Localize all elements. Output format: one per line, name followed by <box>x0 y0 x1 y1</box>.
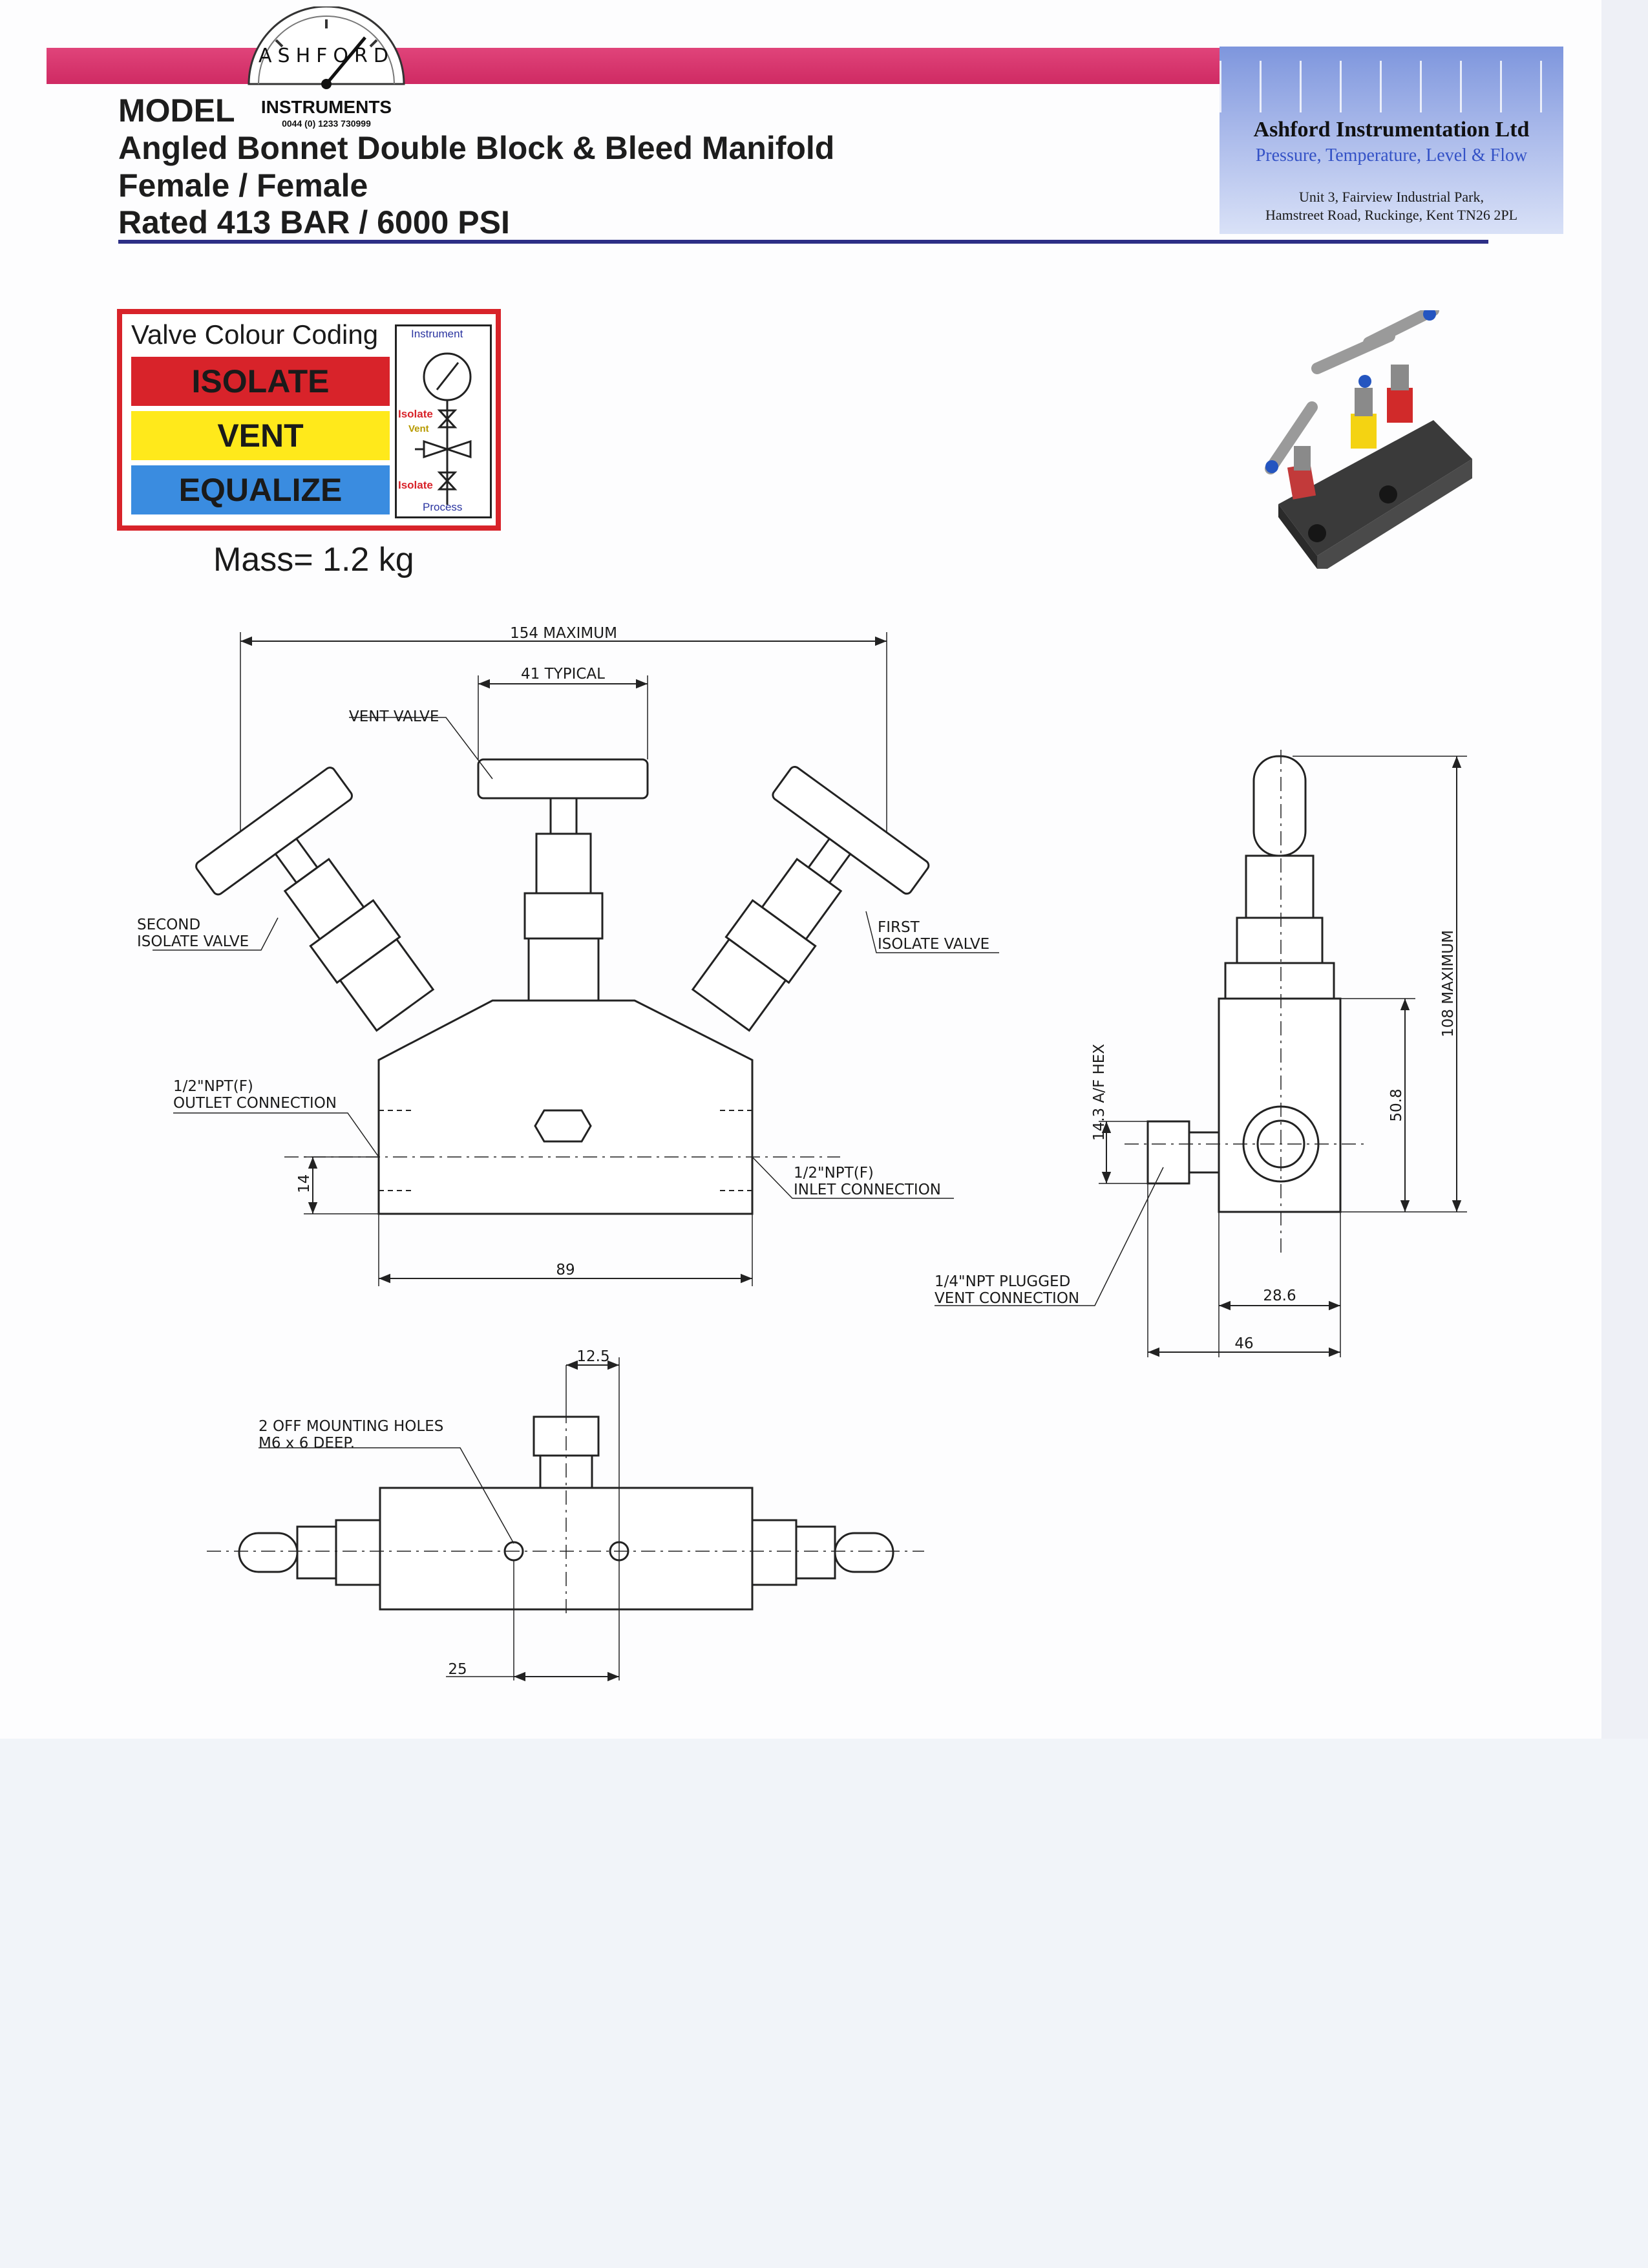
vent-band: VENT <box>131 411 390 460</box>
title-line-1: Angled Bonnet Double Block & Bleed Manif… <box>118 130 835 166</box>
schematic-vent-label: Vent <box>408 423 429 434</box>
side-view <box>935 750 1467 1357</box>
schematic-isolate-top-label: Isolate <box>398 408 433 420</box>
dim-body-height: 14 <box>296 1174 313 1193</box>
front-view <box>153 632 999 1286</box>
dim-overall-width: 154 MAXIMUM <box>510 625 617 642</box>
label-vent-connection-1: 1/4"NPT PLUGGED <box>935 1273 1070 1290</box>
label-first-isolate-1: FIRST <box>878 919 920 936</box>
top-view <box>207 1357 924 1682</box>
dim-body-height-side: 50.8 <box>1388 1088 1405 1121</box>
isolate-band: ISOLATE <box>131 357 390 406</box>
company-address-line-2: Hamstreet Road, Ruckinge, Kent TN26 2PL <box>1265 207 1518 223</box>
label-outlet-1: 1/2"NPT(F) <box>173 1078 253 1095</box>
dim-hex: 14.3 A/F HEX <box>1091 1044 1108 1141</box>
company-box-pattern <box>1220 61 1563 112</box>
header-band <box>47 48 1220 84</box>
dim-overall-height: 108 MAXIMUM <box>1440 930 1457 1037</box>
dim-body-width: 89 <box>556 1262 575 1278</box>
logo-phone: 0044 (0) 1233 730999 <box>282 118 371 129</box>
schematic-instrument-label: Instrument <box>411 328 463 340</box>
label-vent-connection-2: VENT CONNECTION <box>935 1290 1079 1307</box>
model-label: MODEL <box>118 92 235 129</box>
mass-label: Mass= 1.2 kg <box>213 541 414 578</box>
dim-depth: 28.6 <box>1263 1288 1296 1304</box>
ashford-logo: ASHFORD INSTRUMENTS 0044 (0) 1233 730999 <box>248 6 405 129</box>
photo-valve-left <box>1265 401 1318 500</box>
label-outlet-2: OUTLET CONNECTION <box>173 1095 337 1112</box>
company-address-line-1: Unit 3, Fairview Industrial Park, <box>1299 189 1484 205</box>
schematic-isolate-bottom-label: Isolate <box>398 479 433 491</box>
logo-name: INSTRUMENTS <box>261 97 392 117</box>
scanner-background <box>0 1739 1648 2268</box>
dim-valve-spacing: 41 TYPICAL <box>521 666 605 683</box>
label-second-isolate-2: ISOLATE VALVE <box>137 933 249 950</box>
dim-hole-spacing: 25 <box>448 1661 467 1678</box>
company-name: Ashford Instrumentation Ltd <box>1253 118 1530 142</box>
label-mounting-holes-2: M6 x 6 DEEP. <box>259 1435 355 1452</box>
logo-needle-hub <box>321 79 332 89</box>
sheet-edge <box>1601 0 1648 1739</box>
valve-schematic: Instrument Isolate Vent Isolate Process <box>395 324 492 518</box>
logo-dial-text: ASHFORD <box>259 45 394 67</box>
header-rule <box>118 240 1488 244</box>
dim-overall-depth: 46 <box>1234 1335 1253 1352</box>
label-inlet-2: INLET CONNECTION <box>794 1182 941 1198</box>
dim-hole-offset: 12.5 <box>576 1348 609 1365</box>
company-tagline: Pressure, Temperature, Level & Flow <box>1255 145 1528 165</box>
logo-dial-ticks <box>275 19 378 48</box>
logo-dial-scale <box>258 16 395 85</box>
valve-colour-coding-box: Valve Colour Coding ISOLATE VENT EQUALIZ… <box>117 309 501 531</box>
manifold-photo <box>1265 310 1472 569</box>
logo-dial-icon <box>248 6 405 85</box>
label-inlet-1: 1/2"NPT(F) <box>794 1165 874 1182</box>
label-vent-valve: VENT VALVE <box>349 708 439 725</box>
company-box: Ashford Instrumentation Ltd Pressure, Te… <box>1220 47 1563 234</box>
label-first-isolate-2: ISOLATE VALVE <box>878 936 989 953</box>
schematic-process-label: Process <box>423 501 463 513</box>
colour-coding-title: Valve Colour Coding <box>131 319 379 350</box>
photo-valve-right <box>1363 310 1439 423</box>
title-line-3: Rated 413 BAR / 6000 PSI <box>118 204 510 240</box>
equalize-band: EQUALIZE <box>131 465 390 514</box>
title-line-2: Female / Female <box>118 167 368 204</box>
valve-schematic-icon <box>415 352 472 505</box>
label-second-isolate-1: SECOND <box>137 917 200 933</box>
technical-drawing: 154 MAXIMUM 41 TYPICAL VENT VALVE SECOND… <box>137 625 1467 1682</box>
label-mounting-holes-1: 2 OFF MOUNTING HOLES <box>259 1418 443 1435</box>
logo-needle-icon <box>325 36 366 85</box>
